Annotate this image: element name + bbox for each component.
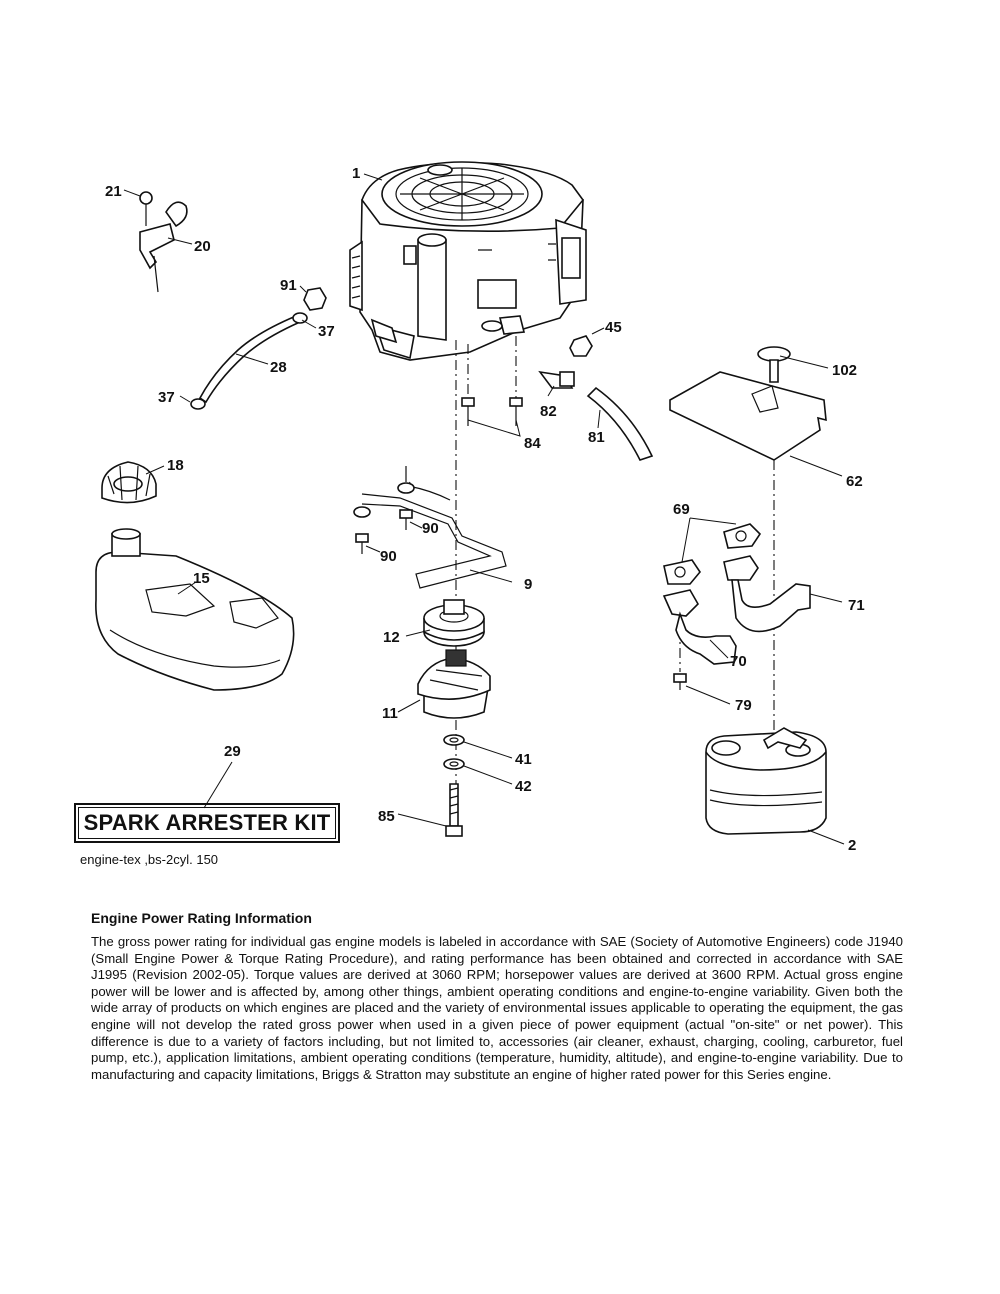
diagram-reference-code: engine-tex ,bs-2cyl. 150 xyxy=(80,852,219,867)
callout-label: 9 xyxy=(524,576,532,593)
engine-assembly xyxy=(349,161,587,361)
callout-label: 84 xyxy=(524,435,541,452)
callout-label: 29 xyxy=(224,743,241,760)
callout-label: 12 xyxy=(383,629,400,646)
callout-label: 45 xyxy=(605,319,622,336)
spark-arrester-kit-label: SPARK ARRESTER KIT xyxy=(78,807,336,839)
callout-label: 70 xyxy=(730,653,747,670)
callout-label: 37 xyxy=(318,323,335,340)
callout-label: 71 xyxy=(848,597,865,614)
callout-label: 82 xyxy=(540,403,557,420)
section-heading: Engine Power Rating Information xyxy=(91,910,312,926)
section-body-text: The gross power rating for individual ga… xyxy=(91,934,903,1082)
callout-label: 69 xyxy=(673,501,690,518)
callout-label: 15 xyxy=(193,570,210,587)
callout-label: 42 xyxy=(515,778,532,795)
callout-label: 18 xyxy=(167,457,184,474)
pulley-part xyxy=(423,599,485,647)
callout-label: 102 xyxy=(832,362,857,379)
spark-arrester-kit-box: SPARK ARRESTER KIT xyxy=(74,803,340,843)
callout-label: 62 xyxy=(846,473,863,490)
callout-label: 2 xyxy=(848,837,856,854)
fuel-tank-part xyxy=(95,528,295,691)
callout-label: 85 xyxy=(378,808,395,825)
exploded-parts-diagram: 1 21 20 91 37 28 37 45 102 82 81 84 62 1… xyxy=(95,161,865,854)
callout-label: 81 xyxy=(588,429,605,446)
muffler-part xyxy=(705,727,827,835)
mounting-bracket-part xyxy=(353,466,507,589)
throttle-bracket-part xyxy=(139,191,188,293)
heat-shield-part xyxy=(669,346,827,461)
callout-label: 28 xyxy=(270,359,287,376)
callout-label: 90 xyxy=(422,520,439,537)
fuel-line-part xyxy=(190,287,327,410)
callout-label: 11 xyxy=(382,705,398,722)
callout-label: 90 xyxy=(380,548,397,565)
callout-label: 1 xyxy=(352,165,360,182)
engine-bolts-part xyxy=(461,397,523,426)
engine-power-rating-section: Engine Power Rating Information The gros… xyxy=(91,910,903,1083)
callout-label: 41 xyxy=(515,751,532,768)
fuel-cap-part xyxy=(101,461,157,504)
fuel-fitting-part xyxy=(538,335,654,461)
callout-label: 21 xyxy=(105,183,122,200)
callout-label: 91 xyxy=(280,277,297,294)
callout-label: 37 xyxy=(158,389,175,406)
washer-and-bolt-parts xyxy=(443,734,465,837)
callout-label: 20 xyxy=(194,238,211,255)
callout-label: 79 xyxy=(735,697,752,714)
pto-clutch-part xyxy=(417,649,491,719)
